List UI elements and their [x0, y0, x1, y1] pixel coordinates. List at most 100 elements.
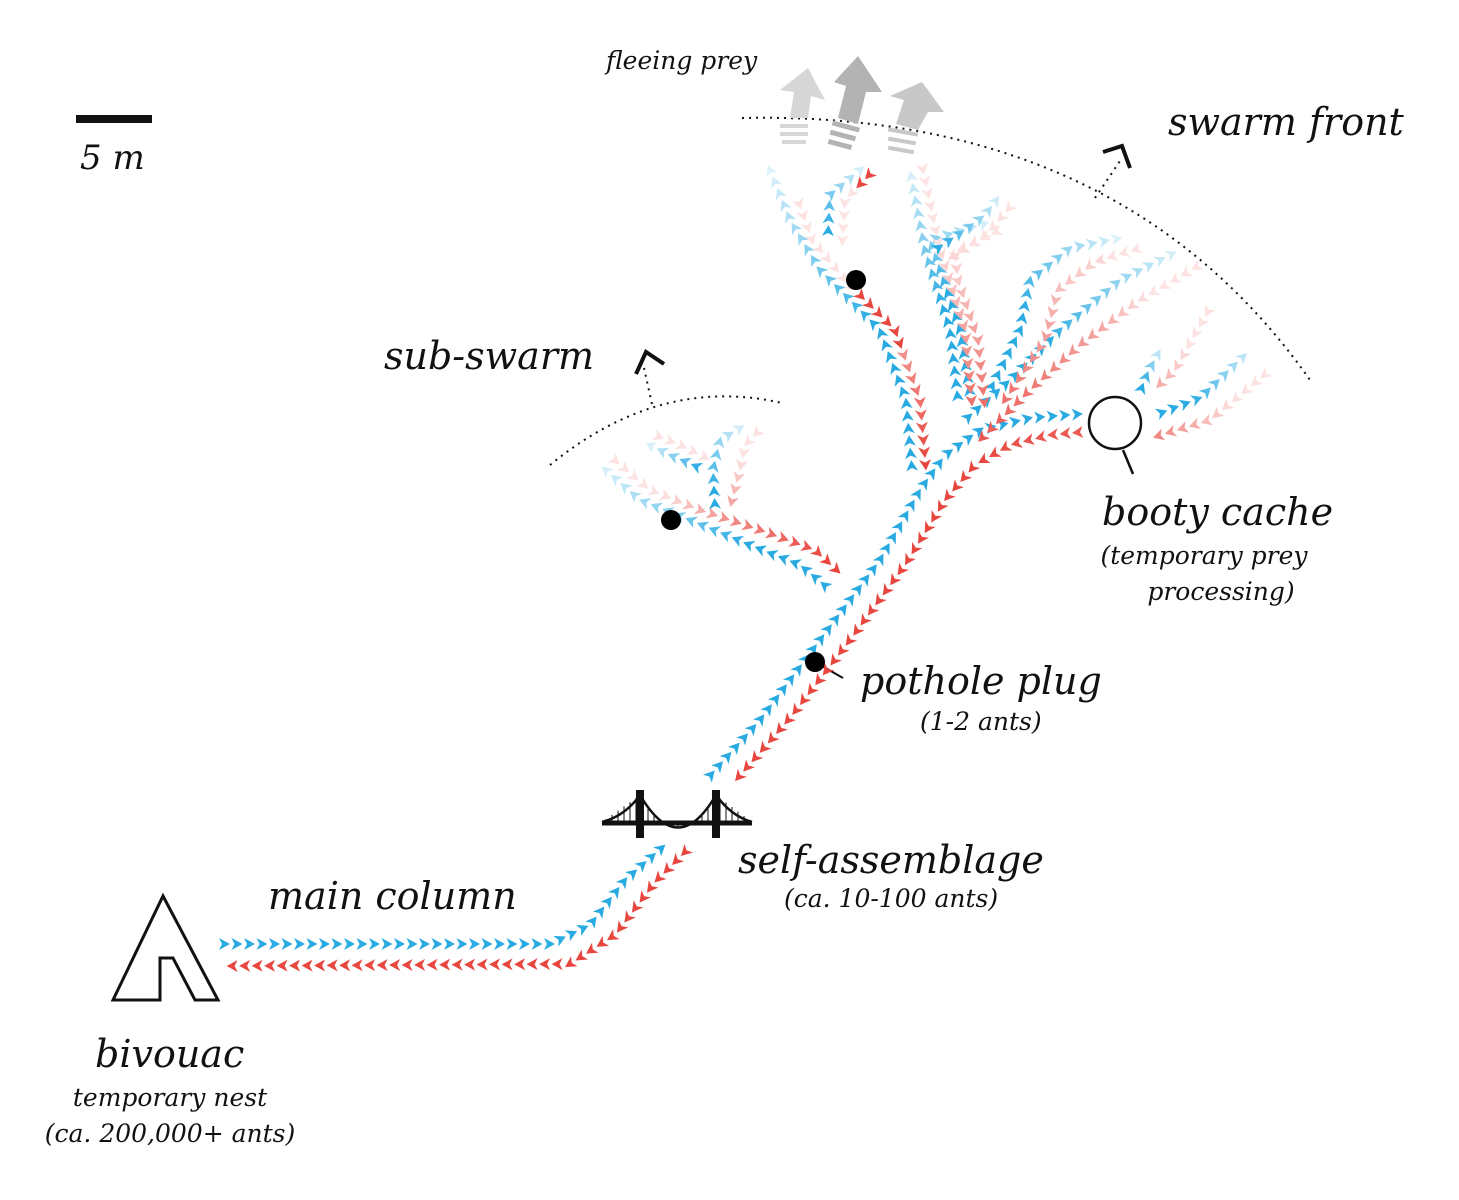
- return-chevron: [1159, 278, 1172, 289]
- return-chevron: [827, 260, 840, 273]
- return-chevron: [804, 232, 816, 245]
- return-chevron: [1015, 371, 1028, 384]
- outbound-chevron: [706, 460, 719, 473]
- return-chevron: [1074, 265, 1088, 278]
- outbound-chevron: [902, 422, 915, 435]
- outbound-chevron: [835, 604, 847, 617]
- outbound-chevron: [709, 448, 722, 461]
- outbound-chevron: [789, 559, 802, 571]
- outbound-chevron: [961, 223, 975, 235]
- return-chevron: [1180, 347, 1192, 361]
- return-chevron: [896, 348, 908, 361]
- return-chevron: [1191, 259, 1204, 271]
- return-chevron: [697, 449, 710, 461]
- outbound-chevron: [754, 545, 768, 557]
- outbound-chevron: [935, 264, 948, 277]
- return-chevron: [941, 271, 954, 285]
- outbound-chevron: [820, 581, 833, 594]
- outbound-chevron: [712, 436, 725, 449]
- return-chevron: [1010, 436, 1024, 448]
- return-chevron: [911, 541, 923, 555]
- return-chevron: [913, 396, 926, 409]
- outbound-chevron: [791, 222, 803, 236]
- return-chevron: [735, 768, 747, 782]
- outbound-chevron: [952, 390, 965, 402]
- return-chevron: [807, 682, 820, 696]
- self-assemblage-label: self-assemblage: [738, 838, 1044, 882]
- return-chevron: [796, 208, 808, 222]
- outbound-chevron: [950, 441, 964, 454]
- outbound-chevron: [1046, 410, 1058, 423]
- return-chevron: [916, 434, 929, 446]
- return-chevron: [1022, 385, 1035, 398]
- return-chevron: [681, 498, 695, 510]
- return-chevron: [339, 959, 351, 972]
- return-chevron: [963, 382, 976, 394]
- return-chevron: [838, 209, 851, 222]
- outbound-chevron: [766, 550, 779, 562]
- outbound-chevron: [941, 237, 954, 249]
- outbound-chevron: [946, 340, 959, 352]
- outbound-chevron: [913, 207, 925, 220]
- outbound-chevron: [901, 410, 914, 422]
- outbound-chevron: [945, 327, 957, 340]
- return-chevron: [999, 440, 1013, 451]
- return-chevron: [809, 544, 823, 557]
- return-chevron: [1164, 424, 1178, 437]
- return-chevron: [672, 852, 685, 865]
- outbound-chevron: [1060, 319, 1073, 332]
- bivouac-note: temporary nest (ca. 200,000+ ants): [20, 1080, 320, 1152]
- outbound-chevron: [269, 938, 280, 950]
- scale-bar-label: 5 m: [80, 138, 145, 178]
- return-chevron: [1084, 258, 1098, 270]
- outbound-chevron: [842, 594, 855, 607]
- return-chevron: [526, 958, 538, 971]
- return-chevron: [918, 446, 931, 458]
- return-chevron: [647, 484, 660, 496]
- return-chevron: [451, 958, 463, 971]
- sub-swarm-label: sub-swarm: [384, 334, 595, 378]
- outbound-chevron: [519, 938, 530, 950]
- outbound-chevron: [827, 614, 840, 627]
- return-chevron: [326, 959, 338, 972]
- outbound-chevron: [930, 244, 944, 256]
- return-chevron: [674, 438, 688, 450]
- outbound-chevron: [947, 299, 960, 313]
- return-chevron: [685, 443, 699, 455]
- outbound-chevron: [940, 449, 954, 461]
- outbound-chevron: [720, 531, 733, 543]
- return-chevron: [987, 420, 1000, 433]
- return-chevron: [753, 522, 766, 535]
- return-chevron: [1041, 330, 1053, 343]
- outbound-chevron: [852, 166, 865, 178]
- booty-cache-note: (temporary prey processing): [1096, 538, 1312, 610]
- outbound-chevron: [1198, 387, 1211, 400]
- outbound-chevron: [1154, 408, 1168, 420]
- scale-bar: [76, 115, 152, 123]
- outbound-chevron: [958, 348, 971, 360]
- return-chevron: [1044, 317, 1057, 331]
- return-chevron: [741, 518, 754, 531]
- return-chevron: [1040, 368, 1053, 381]
- outbound-chevron: [947, 352, 960, 365]
- bivouac-note-line-2: (ca. 200,000+ ants): [44, 1119, 296, 1148]
- return-chevron: [1013, 394, 1026, 407]
- return-chevron: [988, 219, 1001, 232]
- outbound-chevron: [643, 852, 657, 865]
- outbound-chevron: [995, 358, 1007, 372]
- outbound-chevron: [431, 938, 443, 950]
- magnifier-icon: [1087, 395, 1143, 475]
- outbound-chevron: [821, 225, 834, 237]
- outbound-chevron: [932, 280, 944, 293]
- return-chevron: [918, 174, 931, 187]
- outbound-chevron: [833, 182, 846, 194]
- return-chevron: [867, 603, 880, 616]
- outbound-chevron: [736, 733, 749, 746]
- booty-cache-note-line-2: processing): [1147, 577, 1295, 606]
- outbound-chevron: [553, 935, 566, 947]
- return-chevron: [977, 396, 990, 409]
- outbound-chevron: [1164, 251, 1177, 262]
- return-chevron: [239, 959, 251, 972]
- return-chevron: [751, 749, 764, 763]
- outbound-chevron: [971, 215, 985, 228]
